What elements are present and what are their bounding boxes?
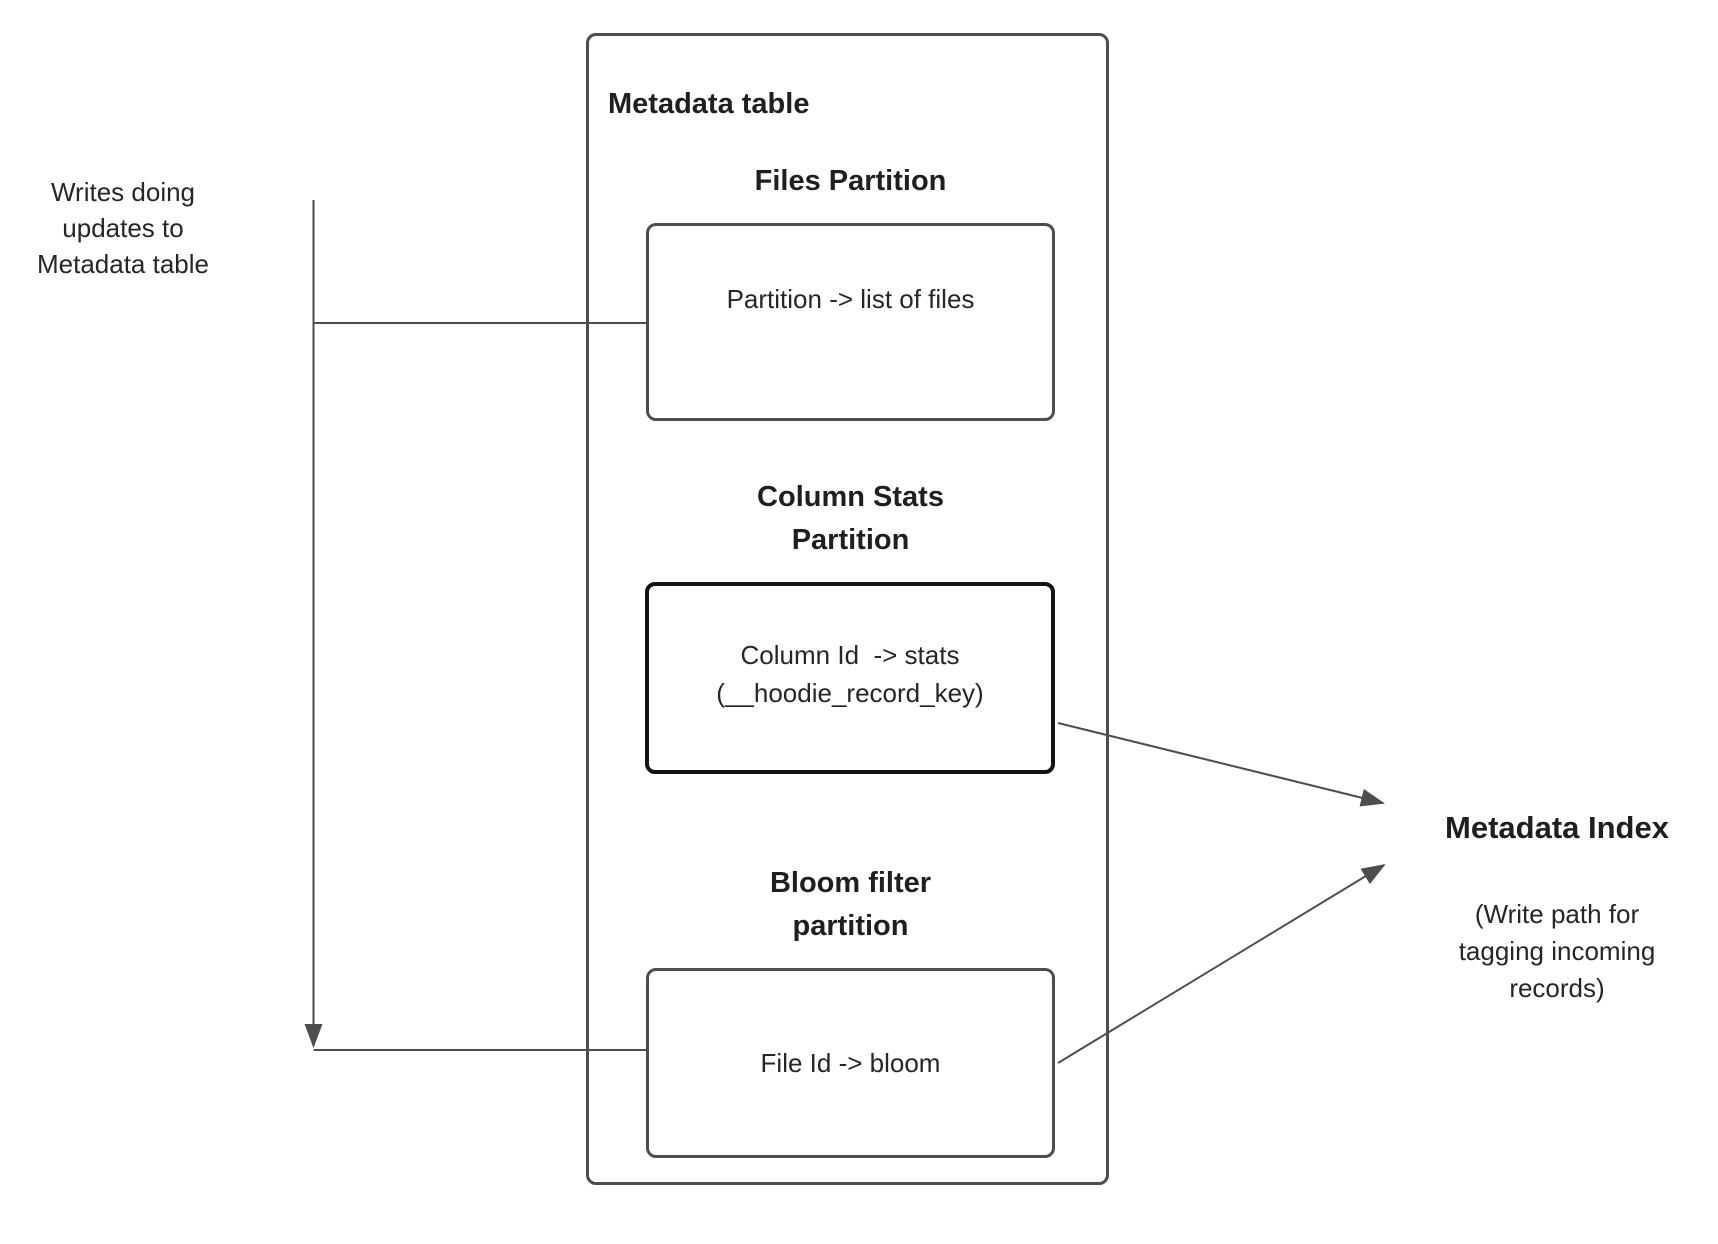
metadata-index-subtitle-line: tagging incoming — [1458, 936, 1656, 966]
files-partition-heading-line: Files Partition — [754, 165, 947, 197]
bloom-filter-heading-line: partition — [792, 910, 909, 942]
column-stats-partition-box: Column Id -> stats (__hoodie_record_key) — [645, 582, 1055, 774]
writes-label-line: Writes doing — [50, 177, 196, 207]
metadata-index-title: Metadata Index — [1445, 810, 1669, 845]
metadata-index-subtitle-line: (Write path for — [1474, 899, 1640, 929]
bloom-filter-partition-heading: Bloom filter partition — [646, 862, 1055, 948]
column-stats-partition-heading: Column Stats Partition — [646, 476, 1055, 562]
files-partition-heading: Files Partition — [646, 160, 1055, 203]
files-partition-box-text: Partition -> list of files — [727, 280, 975, 318]
column-stats-heading-line: Partition — [791, 524, 910, 556]
metadata-index-subtitle: (Write path for tagging incoming records… — [1397, 896, 1717, 1007]
column-stats-box-line: (__hoodie_record_key) — [716, 678, 984, 708]
metadata-table-title: Metadata table — [608, 88, 810, 120]
writes-label-line: Metadata table — [36, 249, 209, 279]
column-stats-box-text: Column Id -> stats (__hoodie_record_key) — [716, 636, 983, 712]
column-stats-heading-line: Column Stats — [757, 481, 944, 513]
files-partition-box-line: Partition -> list of files — [726, 284, 975, 314]
bloom-filter-box-line: File Id -> bloom — [760, 1048, 941, 1078]
metadata-table-box — [586, 33, 1109, 1185]
writes-label: Writes doing updates to Metadata table — [13, 174, 233, 282]
writes-label-line: updates to — [62, 213, 184, 243]
metadata-index-subtitle-line: records) — [1509, 973, 1605, 1003]
column-stats-box-line: Column Id -> stats — [740, 640, 960, 670]
bloom-filter-heading-line: Bloom filter — [769, 867, 932, 899]
bloom-filter-box-text: File Id -> bloom — [761, 1044, 941, 1082]
bloom-filter-partition-box: File Id -> bloom — [646, 968, 1055, 1158]
files-partition-box: Partition -> list of files — [646, 223, 1055, 421]
